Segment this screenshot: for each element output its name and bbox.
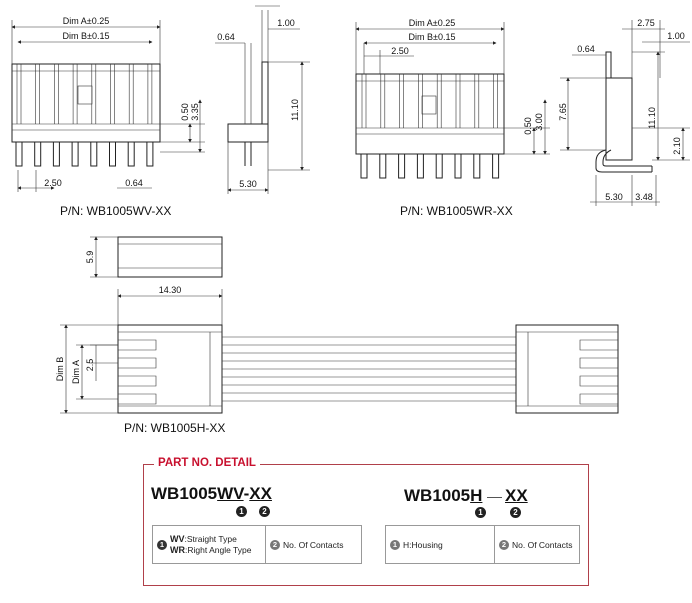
housing-pitch: 2.5 (85, 359, 95, 372)
left-marker-1: 1 (236, 506, 247, 517)
type-wv-desc: :Straight Type (184, 533, 237, 544)
wr-dim-a: Dim A±0.25 (409, 18, 455, 28)
wr-pin-lower (398, 153, 406, 179)
wr-part-number: P/N: WB1005WR-XX (400, 204, 513, 218)
wv-side-top: 1.00 (277, 18, 295, 28)
wr-side-348: 3.48 (635, 192, 653, 202)
left-marker-2: 2 (259, 506, 270, 517)
right-code-count-wrap: XX (505, 486, 528, 506)
right-marker-1: 1 (475, 507, 486, 518)
wv-pin-lower (90, 141, 98, 167)
wr-d050: 0.50 (523, 117, 533, 135)
wr-dim-b: Dim B±0.15 (409, 32, 456, 42)
part-detail-title: PART NO. DETAIL (154, 457, 260, 469)
housing-part-number: P/N: WB1005H-XX (124, 421, 225, 435)
wv-side-height: 11.10 (290, 99, 300, 121)
left-code-count: XX (249, 484, 272, 503)
wr-side-210: 2.10 (672, 137, 682, 155)
left-code-type: WV (217, 484, 244, 503)
left-part-code: WB1005WV-XX (151, 484, 272, 504)
housing-cable-view: 14.30 Dim B Dim A 2.5 (55, 285, 619, 414)
wv-pins (15, 64, 154, 167)
type-wr-code: WR (170, 544, 185, 555)
right-housing-cell: 1 H:Housing (386, 526, 494, 563)
wr-side-pin: 0.64 (577, 44, 595, 54)
wr-d300: 3.00 (534, 113, 544, 131)
wr-side-view: 2.75 1.00 0.64 7.65 11.10 2.10 5.30 3.48 (558, 18, 690, 206)
wr-pin-lower (473, 153, 481, 179)
right-marker-2: 2 (510, 507, 521, 518)
wr-side-765: 7.65 (558, 103, 568, 121)
wv-side-base: 5.30 (239, 179, 257, 189)
left-type-cell: 1 WV:Straight Type WR:Right Angle Type (153, 526, 265, 563)
cable-wires (222, 336, 516, 402)
wr-side-base: 5.30 (605, 192, 623, 202)
right-code-count: XX (505, 486, 528, 505)
right-detail-table: 1 H:Housing 2 No. Of Contacts (385, 525, 580, 564)
wv-pin-lower (34, 141, 42, 167)
wv-pin-lower (71, 141, 79, 167)
right-code-prefix: WB1005 (404, 486, 471, 505)
wv-pin-lower (109, 141, 116, 167)
wv-pin-lower (146, 141, 154, 167)
right-contacts-marker: 2 (499, 539, 509, 550)
wv-pin-lower (127, 141, 135, 167)
left-contacts-marker: 2 (270, 539, 280, 550)
wr-pin-lower (416, 153, 424, 179)
wv-dim-b: Dim B±0.15 (63, 31, 110, 41)
left-code-prefix: WB1005 (151, 484, 218, 503)
wr-side-275: 2.75 (637, 18, 655, 28)
right-code-type: H (470, 486, 483, 505)
left-detail-table: 1 WV:Straight Type WR:Right Angle Type 2… (152, 525, 362, 564)
wv-side-view: 1.00 0.64 11.10 5.30 (215, 5, 310, 194)
left-contacts-cell: 2 No. Of Contacts (265, 526, 361, 563)
wr-front-view: Dim A±0.25 Dim B±0.15 2.50 0.50 3.00 (355, 18, 550, 179)
housing-height: 5.9 (85, 251, 95, 264)
left-code-sep: - (243, 484, 250, 503)
wv-pin-lower (15, 141, 23, 167)
type-wr-desc: :Right Angle Type (185, 544, 252, 555)
wv-d050: 0.50 (180, 103, 190, 121)
wr-pin-lower (454, 153, 462, 179)
wr-pin-lower (492, 153, 500, 179)
right-housing-marker: 1 (390, 539, 400, 550)
right-contacts-cell: 2 No. Of Contacts (494, 526, 579, 563)
housing-dim-a: Dim A (71, 360, 81, 384)
left-type-marker: 1 (157, 539, 167, 550)
wr-pin-lower (360, 153, 368, 179)
right-contacts-label: No. Of Contacts (512, 539, 573, 550)
right-part-code: WB1005H (404, 486, 482, 506)
type-wv-code: WV (170, 533, 185, 544)
wv-header-body (11, 63, 161, 143)
left-contacts-label: No. Of Contacts (283, 539, 344, 550)
right-code-dash (487, 497, 502, 498)
wr-pin-lower (379, 153, 387, 179)
wv-dim-a: Dim A±0.25 (63, 16, 109, 26)
wv-pin-lower (52, 141, 60, 167)
wv-d335: 3.35 (190, 103, 200, 121)
wr-side-top: 1.00 (667, 31, 685, 41)
housing-dim-b: Dim B (55, 357, 65, 382)
housing-length: 14.30 (159, 285, 182, 295)
wv-part-number: P/N: WB1005WV-XX (60, 204, 171, 218)
right-housing-label: H:Housing (403, 539, 443, 550)
wr-pitch: 2.50 (391, 46, 409, 56)
wv-side-pin: 0.64 (217, 32, 235, 42)
housing-top-view: 5.9 (85, 236, 223, 278)
part-detail-box (143, 464, 589, 586)
wr-pins (360, 74, 500, 179)
wr-pin-lower (435, 153, 443, 179)
wv-pitch: 2.50 (44, 178, 62, 188)
wr-side-height: 11.10 (647, 107, 657, 129)
wv-pin-width: 0.64 (125, 178, 143, 188)
wv-front-view: Dim A±0.25 Dim B±0.15 2.50 0.64 0.50 3.3… (11, 16, 205, 192)
